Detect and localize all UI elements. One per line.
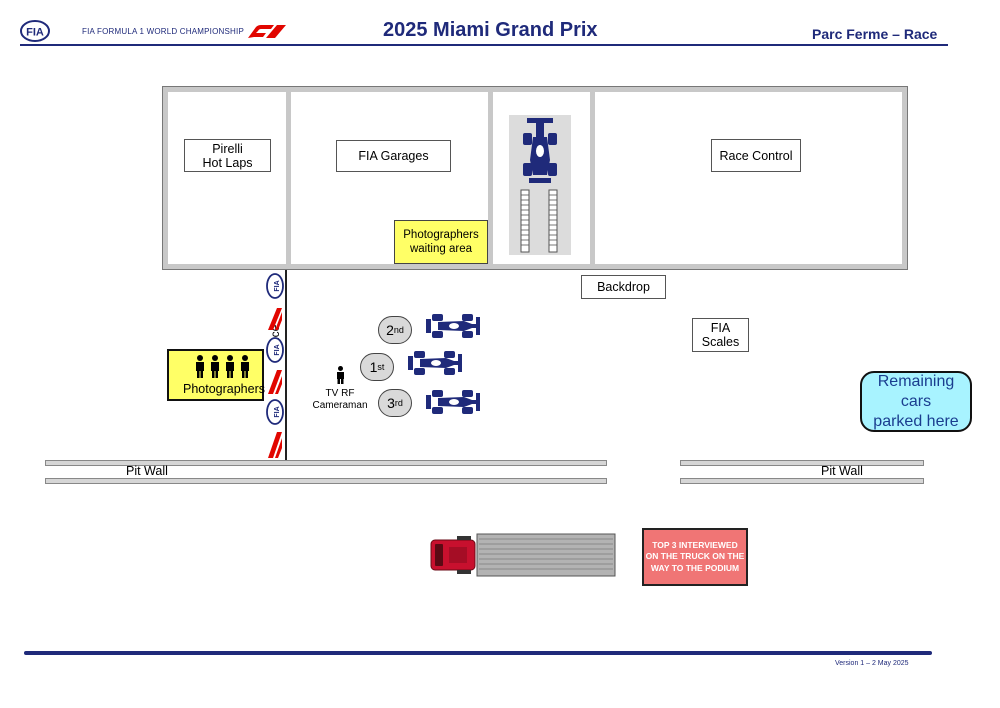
- svg-text:FIA: FIA: [26, 27, 44, 39]
- photographers-waiting-area: Photographers waiting area: [394, 220, 488, 264]
- pit-wall-right-label: Pit Wall: [821, 464, 863, 478]
- cameraman-icon: [335, 366, 346, 384]
- footer-line: [24, 651, 932, 655]
- position-2nd-number: 2: [386, 322, 394, 338]
- scales-ramp: [509, 115, 571, 255]
- position-3rd-suffix: rd: [394, 398, 403, 408]
- fence-banner: FIA FIA FIA: [265, 272, 285, 460]
- photographers-label: Photographers: [183, 382, 266, 396]
- room-race-control: [595, 92, 902, 264]
- svg-text:FIA: FIA: [274, 280, 281, 291]
- pirelli-hot-laps-label: Pirelli Hot Laps: [184, 139, 271, 172]
- svg-text:FIA: FIA: [274, 406, 281, 417]
- pit-wall-left-label: Pit Wall: [126, 464, 168, 478]
- svg-text:FIA: FIA: [274, 344, 281, 355]
- fence: [285, 270, 287, 460]
- car-1st-icon: [406, 350, 464, 376]
- truck-interview-note: TOP 3 INTERVIEWED ON THE TRUCK ON THE WA…: [642, 528, 748, 586]
- position-1st-suffix: st: [377, 362, 385, 372]
- fia-scales-label: FIA Scales: [692, 318, 749, 352]
- tv-rf-cameraman-label: TV RF Cameraman: [312, 388, 368, 411]
- photographers-people-icon: [193, 355, 253, 379]
- pit-wall-left-bottom: [45, 478, 607, 484]
- pit-wall-right-top: [680, 460, 924, 466]
- truck-icon: [429, 533, 617, 577]
- remaining-cars-label: Remaining cars parked here: [860, 371, 972, 432]
- position-2nd-suffix: nd: [393, 325, 404, 335]
- room-pirelli: [168, 92, 286, 264]
- pit-wall-left-top: [45, 460, 607, 466]
- race-control-label: Race Control: [711, 139, 801, 172]
- car-2nd-icon: [424, 313, 482, 339]
- championship-text: FIA FORMULA 1 WORLD CHAMPIONSHIP: [82, 27, 244, 36]
- page-title: 2025 Miami Grand Prix: [383, 19, 598, 41]
- backdrop-label: Backdrop: [581, 275, 666, 299]
- f1-logo: [244, 24, 288, 38]
- fia-garages-label: FIA Garages: [336, 140, 451, 172]
- version-text: Version 1 – 2 May 2025: [835, 660, 909, 667]
- page-subtitle: Parc Ferme – Race: [812, 26, 938, 42]
- fia-logo: FIA: [20, 20, 50, 42]
- position-3rd-number: 3: [387, 395, 395, 411]
- pit-wall-right-bottom: [680, 478, 924, 484]
- fia-icon: FIA: [266, 273, 284, 299]
- header-line: [20, 44, 948, 46]
- position-1st-number: 1: [369, 359, 378, 375]
- car-3rd-icon: [424, 389, 482, 415]
